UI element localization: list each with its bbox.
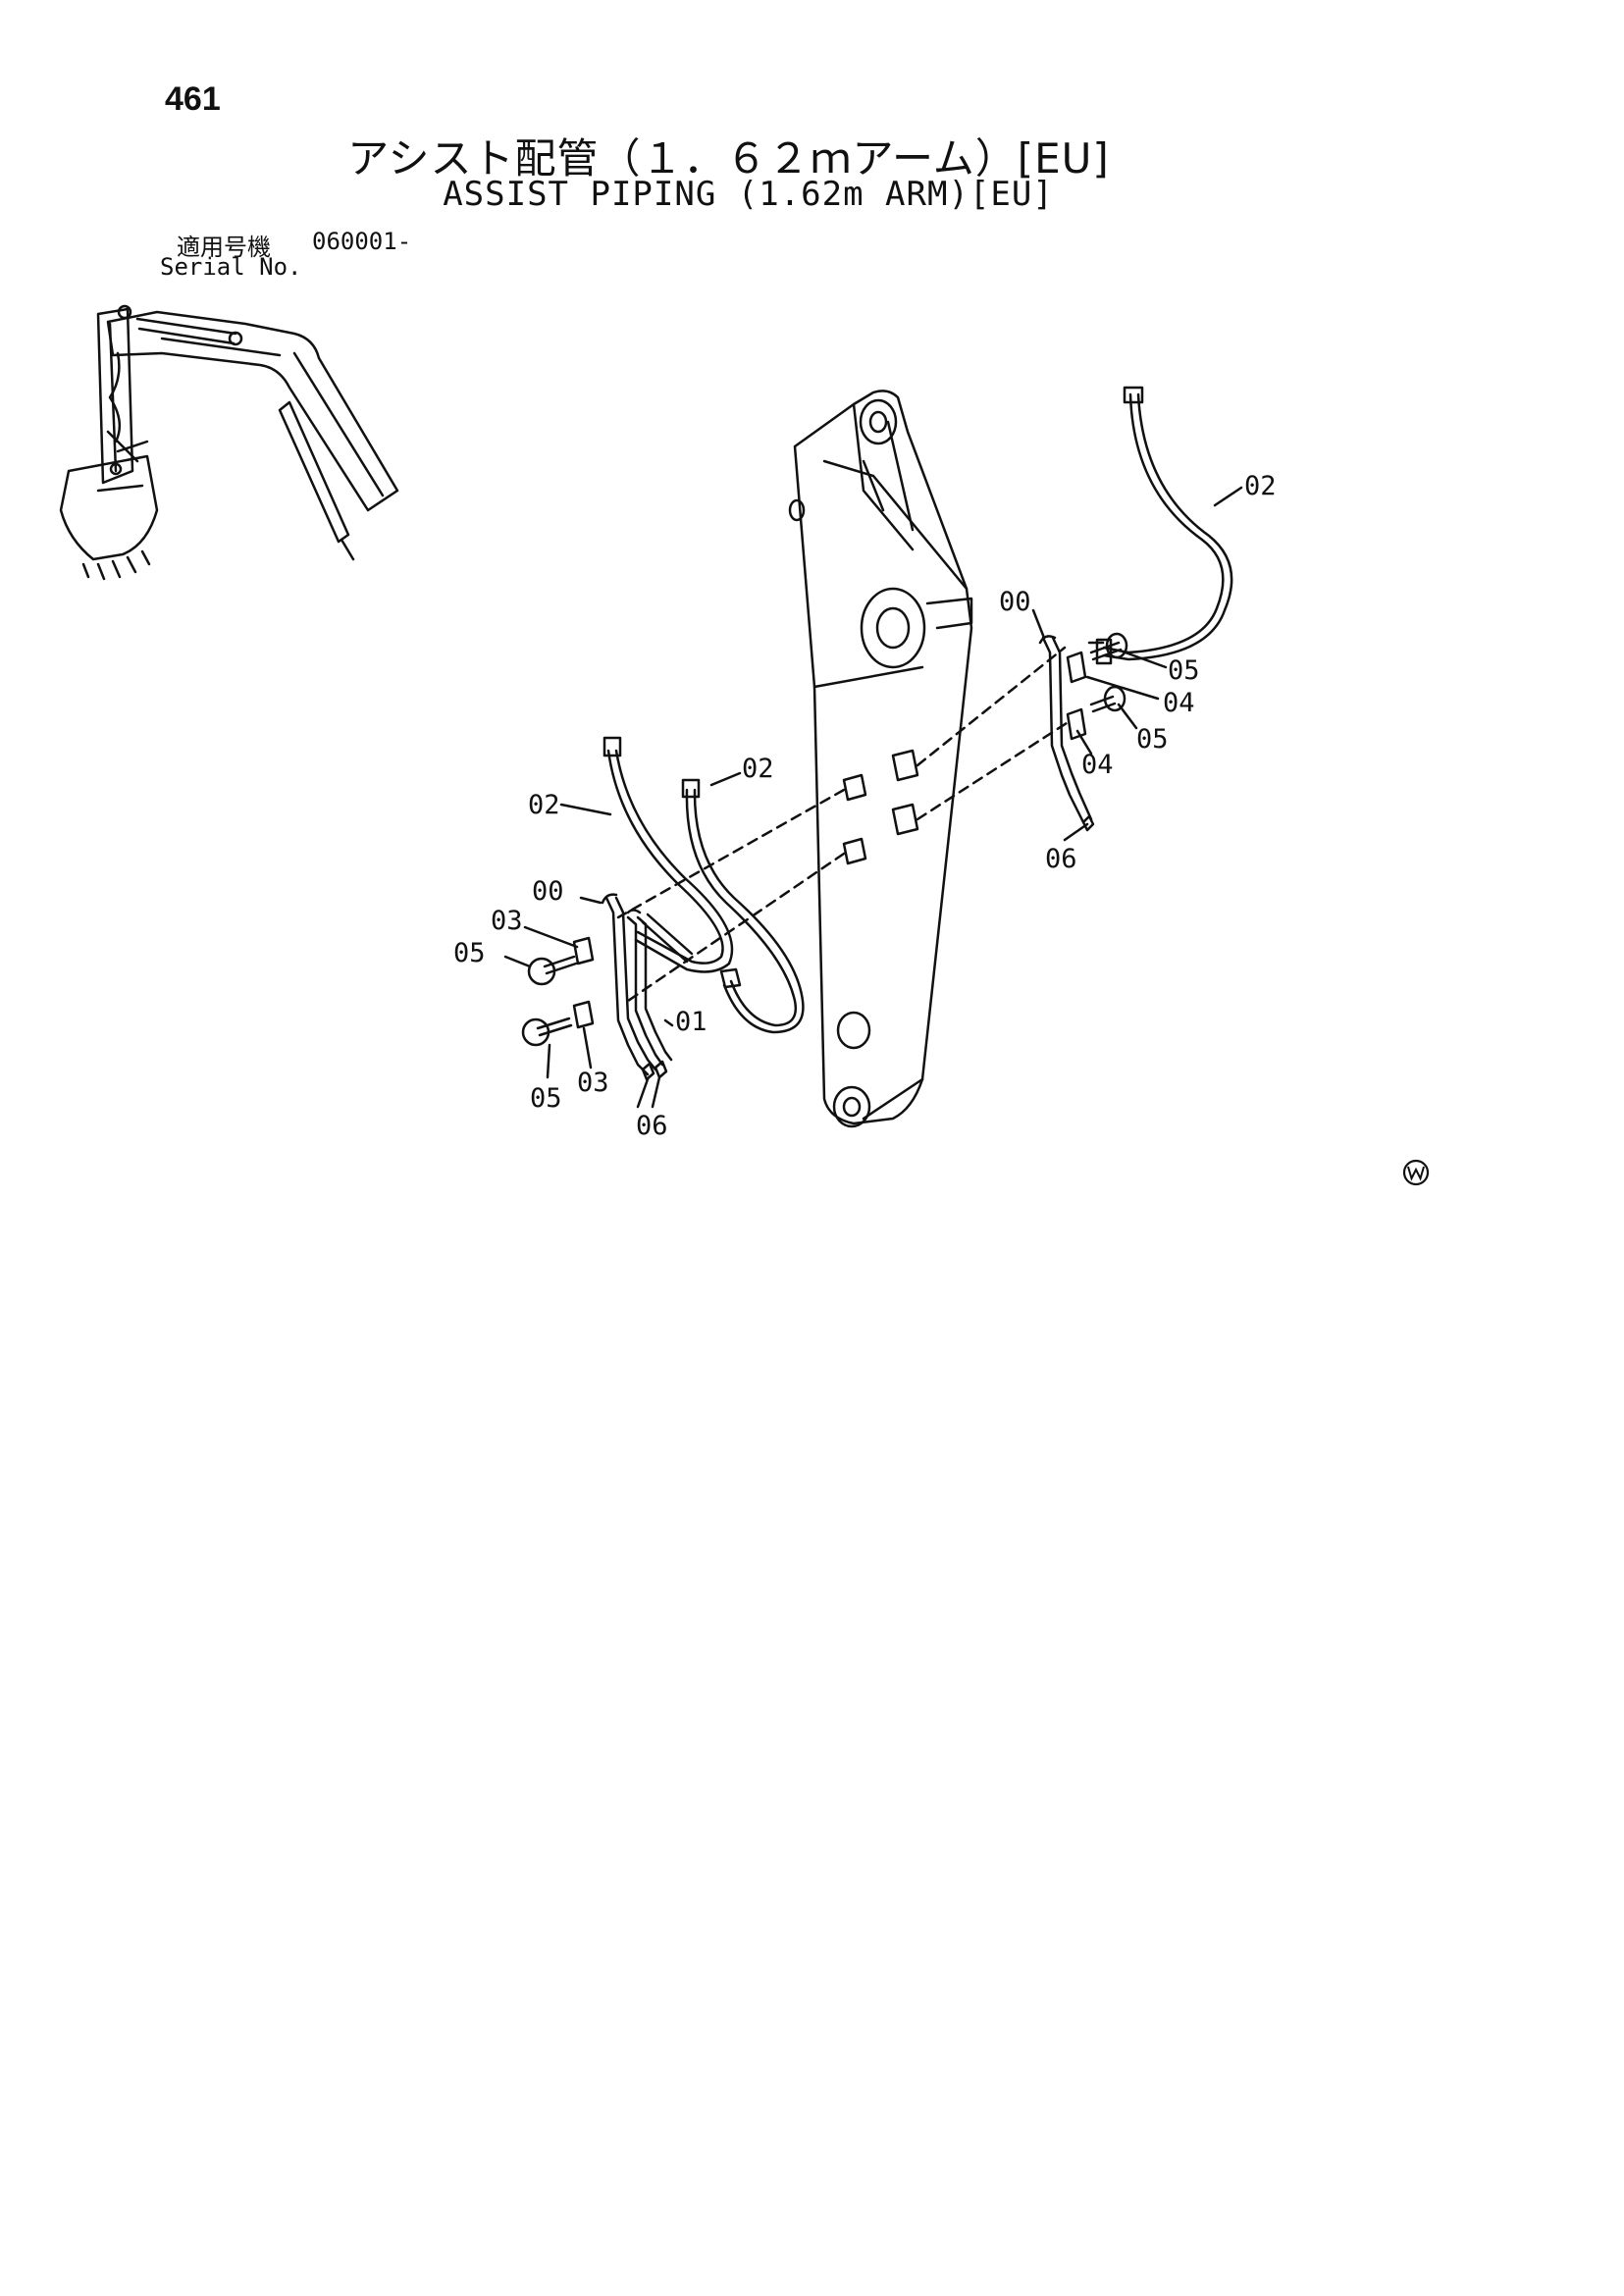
callout-04-right-a: 04: [1163, 688, 1195, 718]
callout-03-left-b: 03: [577, 1068, 609, 1098]
serial-number-value: 060001-: [312, 228, 412, 255]
callout-04-right-b: 04: [1081, 750, 1114, 780]
callout-02-top-right: 02: [1244, 471, 1277, 501]
callout-05-left-b: 05: [530, 1083, 562, 1114]
callout-06-right: 06: [1045, 844, 1077, 874]
serial-label-japanese: 適用号機: [177, 234, 271, 261]
callout-05-right-b: 05: [1136, 724, 1169, 755]
serial-label-english: Serial No.: [160, 253, 302, 281]
callout-03-left-a: 03: [491, 906, 523, 936]
callout-01-left: 01: [675, 1007, 707, 1037]
page-title-english-text: ASSIST PIPING (1.62m ARM)[EU]: [443, 175, 1054, 214]
callout-06-left: 06: [636, 1111, 668, 1141]
page-number: 461: [165, 80, 221, 118]
callout-02-left: 02: [528, 790, 560, 820]
page-title-english: ASSIST PIPING (1.62m ARM)[EU]: [0, 175, 1624, 214]
callout-05-left-a: 05: [453, 938, 486, 968]
callout-05-right-a: 05: [1168, 655, 1200, 686]
callout-00-right: 00: [999, 587, 1031, 617]
callout-02-middle: 02: [742, 754, 774, 784]
page-title-japanese-text: アシスト配管（１．６２ｍアーム）[EU]: [347, 134, 1110, 183]
page-title-japanese: アシスト配管（１．６２ｍアーム）[EU]: [0, 126, 1624, 185]
circled-w-icon: [1402, 1159, 1430, 1186]
callout-00-left: 00: [532, 876, 564, 907]
